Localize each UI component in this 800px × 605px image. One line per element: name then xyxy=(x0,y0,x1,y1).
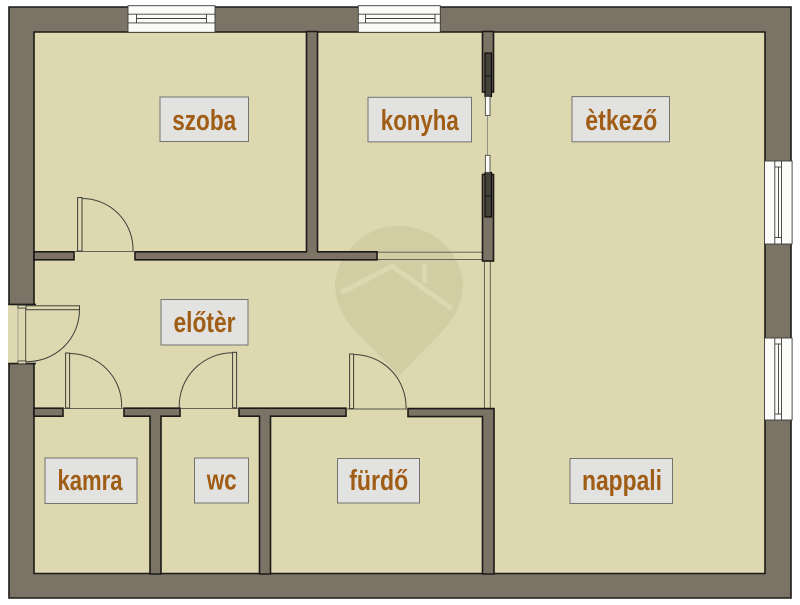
svg-text:szoba: szoba xyxy=(172,105,237,137)
svg-text:nappali: nappali xyxy=(582,465,662,497)
svg-text:ètkező: ètkező xyxy=(585,105,657,137)
svg-text:konyha: konyha xyxy=(381,105,460,137)
svg-text:fürdő: fürdő xyxy=(349,465,408,497)
svg-text:kamra: kamra xyxy=(58,465,124,497)
svg-text:wc: wc xyxy=(206,465,237,497)
svg-text:előtèr: előtèr xyxy=(174,307,236,339)
